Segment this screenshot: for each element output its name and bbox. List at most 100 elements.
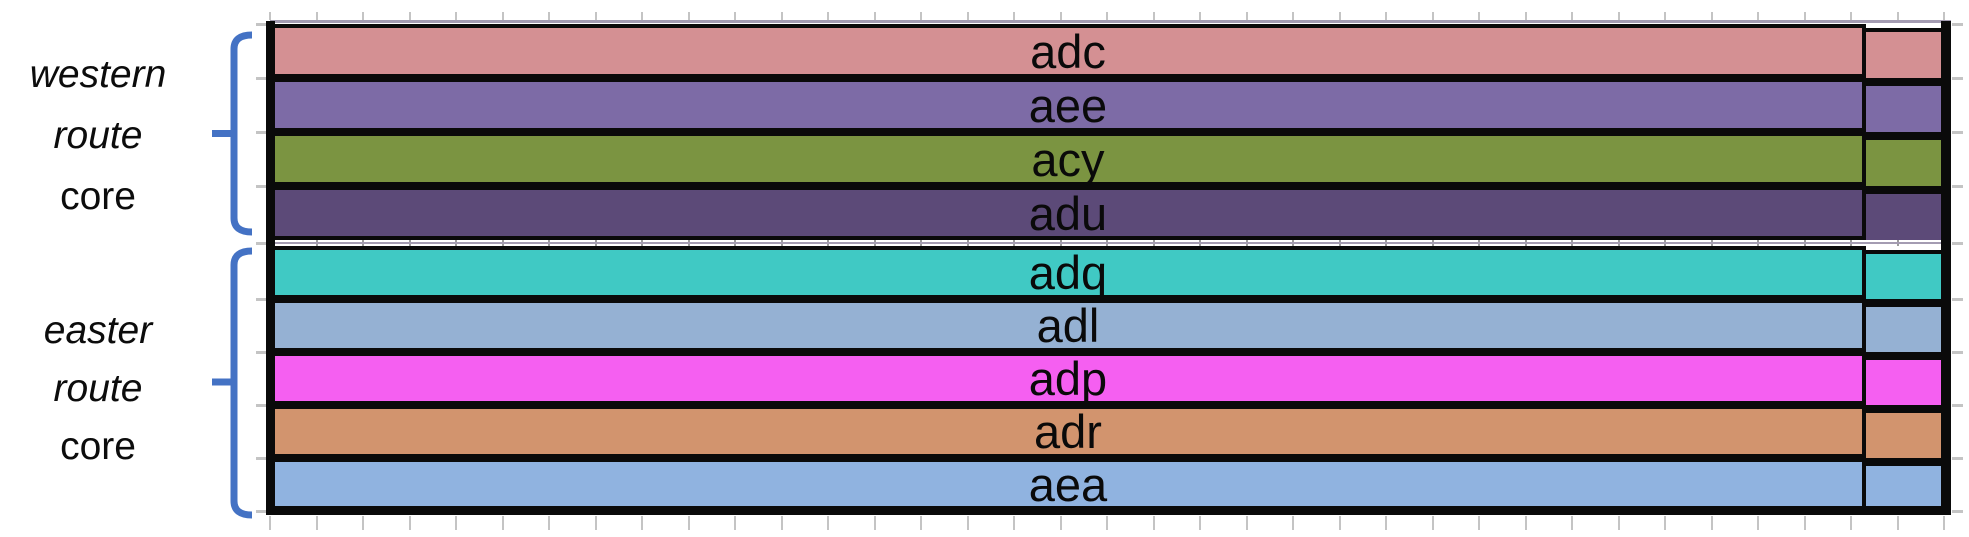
- group-label-line: core: [60, 175, 136, 218]
- bar-segment-main: [270, 78, 1866, 132]
- group-label-line: route: [53, 367, 143, 410]
- x-axis-tick-top: [1431, 12, 1434, 20]
- bar-label: adc: [1030, 24, 1106, 78]
- x-axis-tick-bottom: [827, 516, 829, 530]
- x-axis-tick-bottom: [455, 516, 457, 530]
- y-axis-tick-left: [256, 510, 267, 513]
- x-axis-tick-bottom: [687, 516, 690, 530]
- x-axis-tick-top: [1617, 12, 1620, 20]
- x-axis-tick-top: [1385, 12, 1387, 20]
- x-axis-tick-bottom: [1943, 516, 1945, 530]
- x-axis-tick-bottom: [1803, 516, 1806, 530]
- bar-row: adl: [270, 299, 1945, 356]
- bar-segment-end: [1862, 409, 1945, 462]
- x-axis-tick-top: [1803, 12, 1806, 20]
- bar-row: adu: [270, 186, 1945, 244]
- x-axis-tick-top: [641, 12, 643, 20]
- x-axis-tick-bottom: [501, 516, 504, 530]
- x-axis-tick-top: [315, 12, 318, 20]
- y-axis-tick-right: [1952, 351, 1963, 354]
- bar-segment-end: [1862, 82, 1945, 136]
- bottom-axis-line: [266, 506, 1951, 515]
- bar-row: acy: [270, 132, 1945, 190]
- bar-label: acy: [1031, 132, 1105, 186]
- x-axis-tick-bottom: [1478, 516, 1480, 530]
- x-axis-tick-bottom: [1664, 516, 1666, 530]
- x-axis-tick-top: [1664, 12, 1666, 20]
- y-axis-tick-left: [256, 242, 267, 245]
- x-axis-tick-top: [1896, 12, 1899, 20]
- x-axis-tick-bottom: [1710, 516, 1713, 530]
- x-axis-tick-bottom: [548, 516, 550, 530]
- x-axis-tick-bottom: [1431, 516, 1434, 530]
- x-axis-tick-top: [408, 12, 411, 20]
- x-axis-tick-bottom: [780, 516, 783, 530]
- x-axis-tick-bottom: [966, 516, 969, 530]
- bar-segment-main: [270, 299, 1866, 352]
- x-axis-tick-bottom: [1757, 516, 1759, 530]
- bar-row: adc: [270, 24, 1945, 82]
- x-axis-tick-top: [827, 12, 829, 20]
- x-axis-tick-bottom: [1013, 516, 1015, 530]
- bar-label: aea: [1028, 458, 1108, 511]
- bar-segment-main: [270, 132, 1866, 186]
- x-axis-tick-top: [1106, 12, 1108, 20]
- y-axis-tick-left: [256, 77, 267, 80]
- bar-label: adl: [1036, 299, 1100, 352]
- x-axis-tick-bottom: [1292, 516, 1294, 530]
- x-axis-tick-bottom: [1896, 516, 1899, 530]
- bar-row: adp: [270, 352, 1945, 409]
- group-label-western: western route core: [0, 44, 196, 227]
- x-axis-tick-bottom: [1152, 516, 1155, 530]
- x-axis-tick-top: [873, 12, 876, 20]
- top-spine: [270, 20, 1951, 23]
- x-axis-tick-bottom: [315, 516, 318, 530]
- bar-label: adr: [1034, 405, 1102, 458]
- y-axis-tick-right: [1952, 404, 1963, 407]
- x-axis-tick-top: [1757, 12, 1759, 20]
- bar-segment-end: [1862, 356, 1945, 409]
- bar-row: adr: [270, 405, 1945, 462]
- y-axis-tick-right: [1952, 457, 1963, 460]
- bar-label: aee: [1028, 78, 1108, 132]
- bar-row: aee: [270, 78, 1945, 136]
- x-axis-tick-top: [1850, 12, 1852, 20]
- bar-row: adq: [270, 246, 1945, 303]
- x-axis-tick-bottom: [734, 516, 736, 530]
- y-axis-tick-left: [256, 404, 267, 407]
- x-axis-tick-top: [780, 12, 783, 20]
- x-axis-tick-top: [1013, 12, 1015, 20]
- bar-segment-end: [1862, 28, 1945, 82]
- y-axis-tick-right: [1952, 131, 1963, 134]
- x-axis-tick-top: [1199, 12, 1201, 20]
- group-label-easter: easter route core: [0, 302, 196, 476]
- x-axis-tick-bottom: [362, 516, 364, 530]
- bar-segment-main: [270, 405, 1866, 458]
- x-axis-tick-bottom: [1338, 516, 1341, 530]
- x-axis-tick-bottom: [1850, 516, 1852, 530]
- bar-segment-end: [1862, 136, 1945, 190]
- x-axis-tick-top: [269, 12, 271, 20]
- x-axis-tick-top: [1710, 12, 1713, 20]
- y-axis-tick-left: [256, 351, 267, 354]
- y-axis-tick-left: [256, 298, 267, 301]
- x-axis-tick-top: [548, 12, 550, 20]
- left-axis-line: [266, 21, 275, 515]
- bar-label: adp: [1028, 352, 1108, 405]
- x-axis-tick-top: [1245, 12, 1248, 20]
- y-axis-tick-left: [256, 457, 267, 460]
- group-label-line: easter: [43, 309, 153, 352]
- x-axis-tick-top: [1524, 12, 1527, 20]
- x-axis-tick-bottom: [641, 516, 643, 530]
- x-axis-tick-bottom: [1524, 516, 1527, 530]
- x-axis-tick-bottom: [873, 516, 876, 530]
- group-label-line: western: [29, 53, 167, 96]
- bar-segment-main: [270, 24, 1866, 78]
- y-axis-tick-right: [1952, 77, 1963, 80]
- y-axis-tick-left: [256, 185, 267, 188]
- x-axis-tick-bottom: [269, 516, 271, 530]
- x-axis-tick-top: [1571, 12, 1573, 20]
- x-axis-tick-top: [1943, 12, 1945, 20]
- y-axis-tick-right: [1952, 298, 1963, 301]
